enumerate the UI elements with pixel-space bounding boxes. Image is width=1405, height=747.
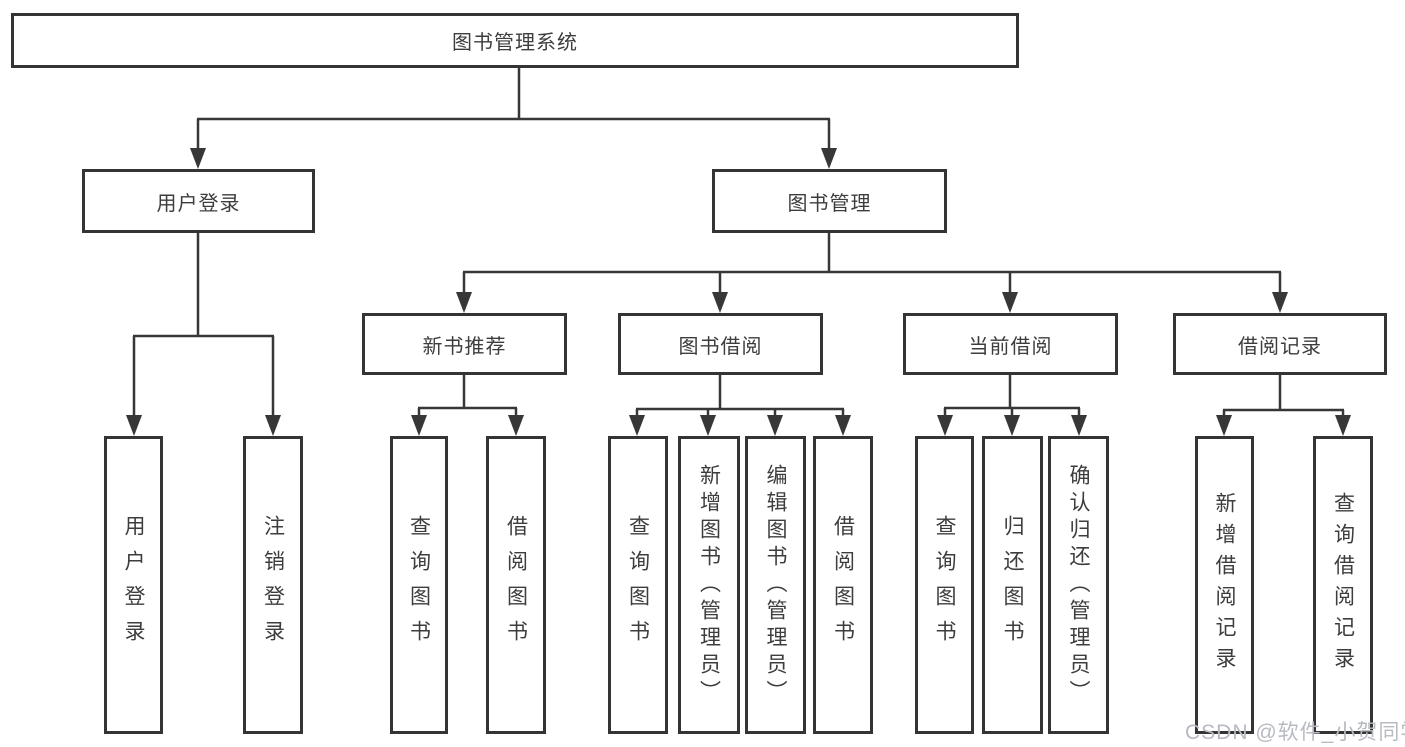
node-label: 查询图书 bbox=[933, 515, 956, 655]
node-leaf-add-books-admin: 新增图书（管理员） bbox=[678, 436, 740, 734]
node-leaf-query-books-borrow: 查询图书 bbox=[608, 436, 668, 734]
node-label: 查询图书 bbox=[626, 515, 650, 655]
node-leaf-user-login: 用户登录 bbox=[104, 436, 163, 734]
node-user-login: 用户登录 bbox=[82, 169, 315, 233]
node-leaf-edit-books-admin: 编辑图书（管理员） bbox=[745, 436, 806, 734]
connector-new-book-recommend-branch bbox=[411, 375, 524, 436]
node-label: 编辑图书（管理员） bbox=[764, 463, 787, 707]
node-borrow-record: 借阅记录 bbox=[1173, 313, 1387, 375]
node-label: 用户登录 bbox=[156, 192, 241, 215]
node-leaf-confirm-return-admin: 确认归还（管理员） bbox=[1048, 436, 1109, 734]
node-label: 图书管理 bbox=[787, 192, 872, 215]
node-label: 借阅图书 bbox=[504, 515, 528, 655]
connector-borrow-record-branch bbox=[1216, 375, 1351, 436]
node-label: 图书借阅 bbox=[678, 335, 763, 358]
node-label: 归还图书 bbox=[1001, 515, 1024, 655]
node-label: 借阅图书 bbox=[831, 515, 855, 655]
node-label: 新增借阅记录 bbox=[1213, 492, 1236, 678]
node-leaf-return-books: 归还图书 bbox=[982, 436, 1043, 734]
node-label: 查询图书 bbox=[407, 515, 431, 655]
node-leaf-logout: 注销登录 bbox=[243, 436, 303, 734]
node-leaf-query-borrow-record: 查询借阅记录 bbox=[1313, 436, 1373, 734]
node-leaf-add-borrow-record: 新增借阅记录 bbox=[1195, 436, 1254, 734]
node-label: 图书管理系统 bbox=[452, 32, 578, 54]
node-new-book-recommend: 新书推荐 bbox=[362, 313, 567, 375]
node-book-borrow: 图书借阅 bbox=[618, 313, 823, 375]
node-label: 新增图书（管理员） bbox=[697, 463, 721, 707]
node-label: 借阅记录 bbox=[1238, 335, 1322, 358]
node-current-borrow: 当前借阅 bbox=[903, 313, 1118, 375]
node-label: 确认归还（管理员） bbox=[1067, 463, 1090, 707]
connector-root-to-level2 bbox=[190, 67, 837, 169]
node-label: 注销登录 bbox=[261, 515, 285, 655]
node-leaf-borrow-books: 借阅图书 bbox=[813, 436, 873, 734]
connector-book-borrow-branch bbox=[629, 375, 851, 436]
node-book-management: 图书管理 bbox=[712, 169, 947, 233]
node-label: 用户登录 bbox=[122, 515, 145, 655]
node-leaf-query-books-recommend: 查询图书 bbox=[390, 436, 448, 734]
node-label: 当前借阅 bbox=[968, 335, 1053, 358]
node-leaf-query-books-current: 查询图书 bbox=[915, 436, 974, 734]
node-leaf-borrow-books-recommend: 借阅图书 bbox=[486, 436, 546, 734]
connector-user-login-branch bbox=[126, 233, 281, 436]
node-system-root: 图书管理系统 bbox=[11, 13, 1019, 68]
node-label: 查询借阅记录 bbox=[1331, 492, 1355, 678]
node-label: 新书推荐 bbox=[422, 335, 507, 358]
csdn-watermark: CSDN @软件_小贺同学 bbox=[1185, 721, 1405, 744]
connector-current-borrow-branch bbox=[937, 375, 1087, 436]
connector-book-management-branch bbox=[456, 233, 1288, 313]
